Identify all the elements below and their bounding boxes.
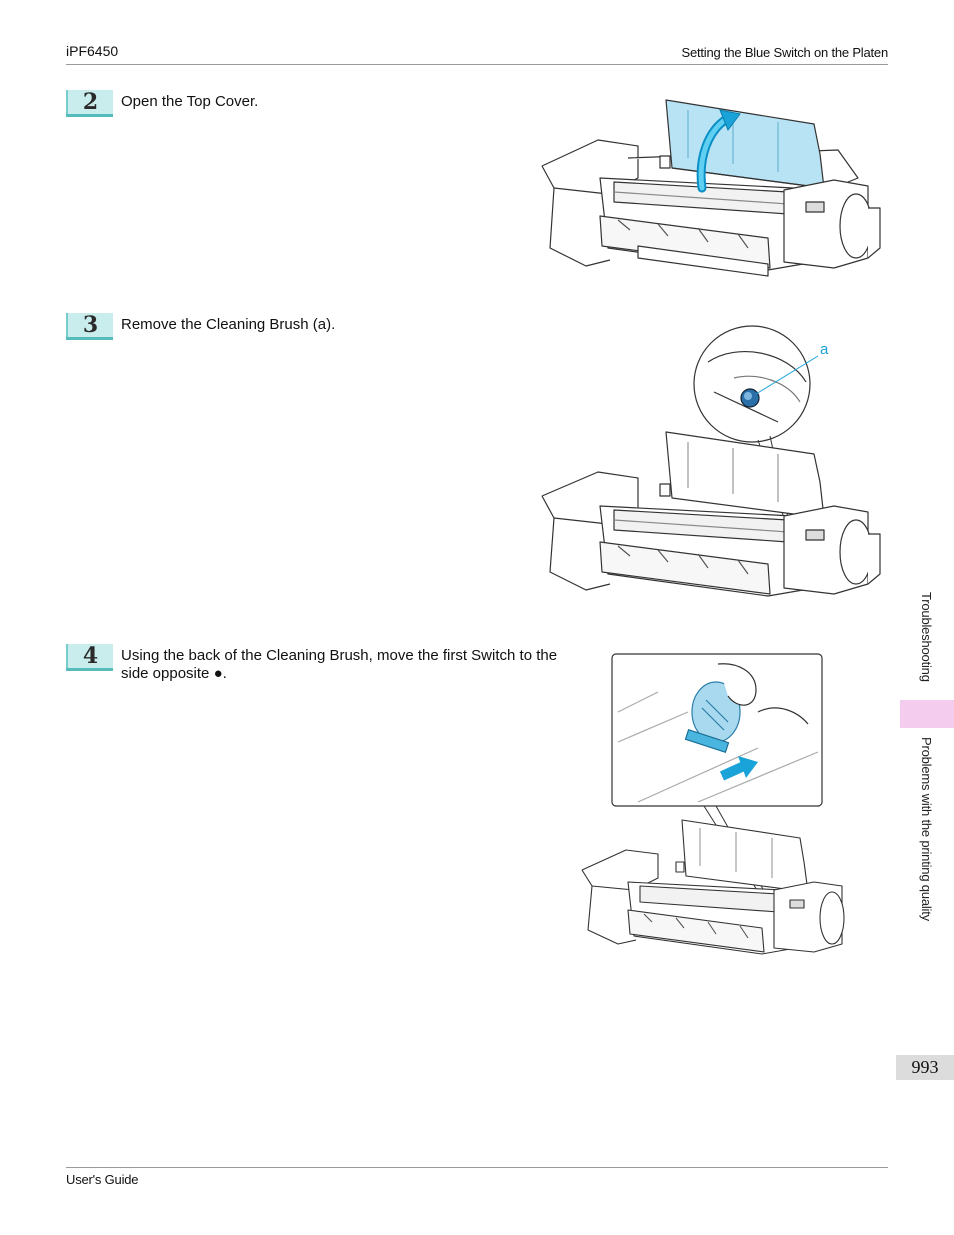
step-4-text: Using the back of the Cleaning Brush, mo… [121,647,558,682]
page-number: 993 [896,1055,954,1080]
cleaning-brush-location-figure: a [541,325,881,597]
header-section-title: Setting the Blue Switch on the Platen [681,45,888,60]
footer-guide-name: User's Guide [66,1172,139,1187]
step-2-badge: 2 [66,90,113,117]
step-4-badge: 4 [66,644,113,671]
step-3-badge: 3 [66,313,113,340]
move-switch-figure [581,653,845,955]
header-rule [66,64,888,65]
sidebar-chapter-label: Troubleshooting [919,592,934,682]
step-3-text: Remove the Cleaning Brush (a). [121,316,336,333]
footer-rule [66,1167,888,1168]
callout-label-a: a [820,341,829,358]
sidebar-section-label: Problems with the printing quality [919,737,934,921]
step-2-text: Open the Top Cover. [121,93,259,110]
printer-top-cover-open-figure [541,99,881,277]
header-model: iPF6450 [66,43,119,59]
sidebar-section-tab[interactable] [900,700,954,728]
